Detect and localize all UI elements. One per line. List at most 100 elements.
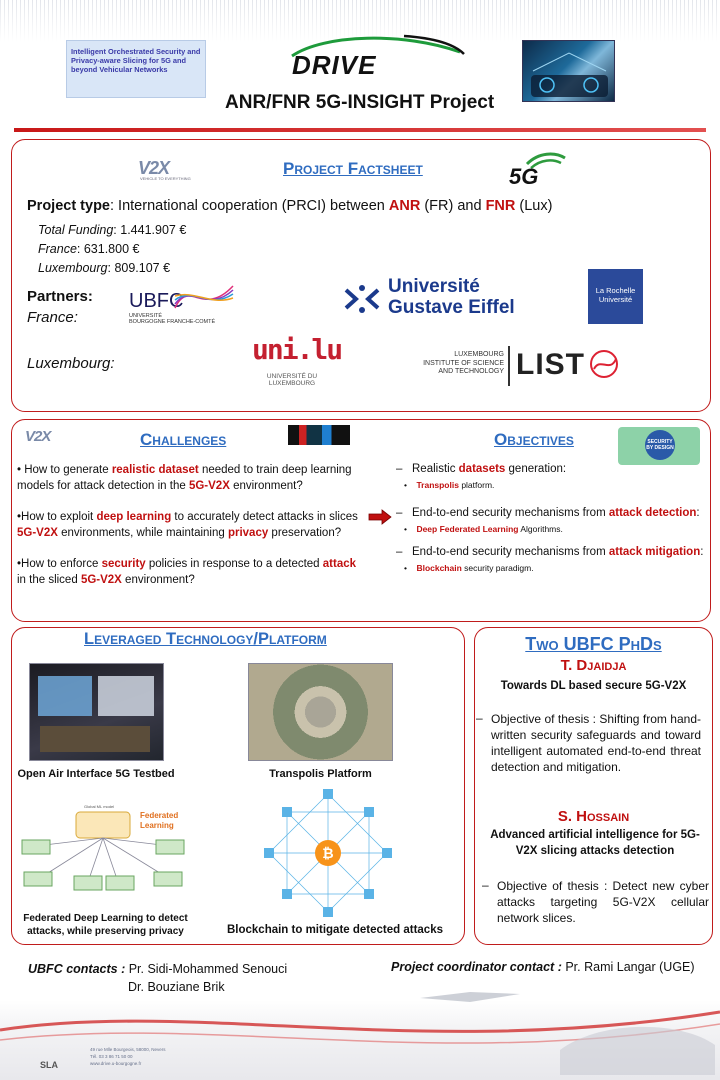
5g-logo-text: 5G [509,164,538,188]
footer-swoosh-icon [0,992,720,1075]
phd-title: Advanced artificial intelligence for 5G-… [490,829,700,857]
tech-caption: Federated Deep Learning to detect attack… [23,913,188,937]
insight-logo: Intelligent Orchestrated Security and Pr… [66,40,206,98]
technology-heading: Leveraged Technology/Platform [84,630,327,648]
challenge-text: •How to enforce [17,558,102,570]
challenge-item: • How to generate realistic dataset need… [17,462,367,494]
coordinator-contact: Project coordinator contact : Pr. Rami L… [391,960,695,974]
objective-sub-highlight: Blockchain [416,563,462,573]
challenge-text: environment? [229,480,303,492]
list-small2: INSTITUTE OF SCIENCE [423,359,504,367]
objective-highlight: attack mitigation [608,546,701,558]
objective-item: – End-to-end security mechanisms from at… [396,546,704,573]
uge-line2: Gustave Eiffel [388,297,515,318]
list-small1: LUXEMBOURG [454,351,504,358]
project-type-text: : International cooperation (PRCI) betwe… [110,198,389,214]
ubfc-contact-2: Dr. Bouziane Brik [128,980,225,994]
objective-sub-highlight: Transpolis [416,480,459,490]
transpolis-image [248,663,393,761]
funding-value: : 809.107 € [107,261,171,275]
header-divider [14,128,706,132]
challenge-highlight: privacy [227,527,269,539]
factsheet-heading: Project Factsheet [283,159,423,178]
list-logo-subtext: LUXEMBOURG INSTITUTE OF SCIENCE AND TECH… [412,351,504,377]
objective-sub-text: platform. [458,480,495,490]
france-label: France: [27,309,78,326]
v2x-logo-small: V2X [25,428,51,445]
objective-text: End-to-end security mechanisms from [412,546,609,558]
svg-text:Learning: Learning [140,821,174,830]
partners-label: Partners: [27,288,93,305]
ubfc-waves-icon [174,285,234,309]
car-dashboard-icon [531,52,608,97]
tech-caption: Blockchain to mitigate detected attacks [226,924,443,936]
unilu-logo-sub2: LUXEMBOURG [268,380,316,387]
challenge-highlight: 5G-V2X [17,527,58,539]
objective-highlight: datasets [458,463,506,475]
svg-text:Global ML model: Global ML model [84,804,114,809]
challenge-text: • How to generate [17,464,112,476]
ubfc-contacts: UBFC contacts : Pr. Sidi-Mohammed Senouc… [28,962,287,976]
ubfc-contact-1: Pr. Sidi-Mohammed Senouci [128,962,288,976]
funding-label: France [38,242,77,256]
funding-total: Total Funding: 1.441.907 € [38,221,186,240]
objective-tail: : [696,507,700,519]
challenge-text: preservation? [268,527,342,539]
ubfc-contacts-label: UBFC contacts : [28,962,126,976]
luxembourg-label: Luxembourg: [27,355,115,372]
coordinator-label: Project coordinator contact : [391,960,562,974]
objective-sub-highlight: Deep Federated Learning [416,524,519,534]
autonomous-car-image [522,40,615,102]
v2x-logo-text: V2X [138,158,170,178]
objective-dash: – [396,546,403,558]
project-type-label: Project type [27,198,110,214]
security-by-design-image: SECURITY BY DESIGN [618,427,700,465]
ubfc-logo-sub1: UNIVERSITÉ [129,313,163,319]
challenge-highlight: 5G-V2X [80,574,122,586]
challenge-highlight: attack [322,558,357,570]
phd-title: Towards DL based secure 5G-V2X [500,680,687,692]
list-logo: LIST [516,348,585,381]
objective-dash: – [396,463,403,475]
funding-label: Luxembourg [38,261,108,275]
unilu-logo: uni.lu UNIVERSITÉ DU LUXEMBOURG [252,333,343,388]
phd-objective: Objective of thesis : Detect new cyber a… [497,879,709,925]
larochelle-line2: Université [598,295,633,304]
funding-list: Total Funding: 1.441.907 € France: 631.8… [38,221,186,278]
objective-sub-text: Algorithms. [518,524,563,534]
ubfc-logo: UBFC UNIVERSITÉ BOURGOGNE FRANCHE-COMTÉ [129,285,234,330]
phds-heading: Two UBFC PhDs [525,634,662,654]
uge-logo: Université Gustave Eiffel [388,276,515,318]
v2x-logo-small-text: V2X [25,428,51,445]
tech-caption: Open Air Interface 5G Testbed [17,768,175,780]
challenge-text: environment? [121,574,195,586]
footer-address: 49 rue Mlle Bourgeois, 58000, Nevers Tél… [90,1046,166,1067]
challenge-text: policies in response to a detected [145,558,323,570]
objective-dash: – [396,507,403,519]
security-badge: SECURITY BY DESIGN [645,430,675,460]
project-title: ANR/FNR 5G-INSIGHT Project [225,92,495,113]
objective-tail: generation: [505,463,567,475]
5g-logo-icon: 5G [509,152,566,188]
objective-tail: : [700,546,704,558]
footer-line1: 49 rue Mlle Bourgeois, 58000, Nevers [90,1047,166,1052]
objectives-heading: Objectives [494,430,574,449]
unilu-logo-text: uni.lu [252,333,343,366]
monitor-screen [38,676,92,716]
list-emblem-icon [590,350,618,378]
coordinator-name: Pr. Rami Langar (UGE) [565,960,695,974]
blockchain-network-icon: ₿ [264,789,392,917]
challenge-highlight: deep learning [96,511,172,523]
tech-caption: Transpolis Platform [269,768,372,780]
challenges-objectives-panel [11,419,711,622]
monitor-screen [98,676,154,716]
footer-mini-logo: SLA [40,1060,58,1070]
luxembourg-label-text: Luxembourg [27,355,111,372]
uge-line1: Université [388,276,480,297]
phds-panel [474,627,713,945]
objective-highlight: attack detection [608,507,697,519]
challenge-item: •How to exploit deep learning to accurat… [17,509,367,541]
challenge-text: needed to train deep learning models for… [17,464,352,492]
france-label-text: France [27,309,74,326]
objective-text: Realistic [412,463,459,475]
